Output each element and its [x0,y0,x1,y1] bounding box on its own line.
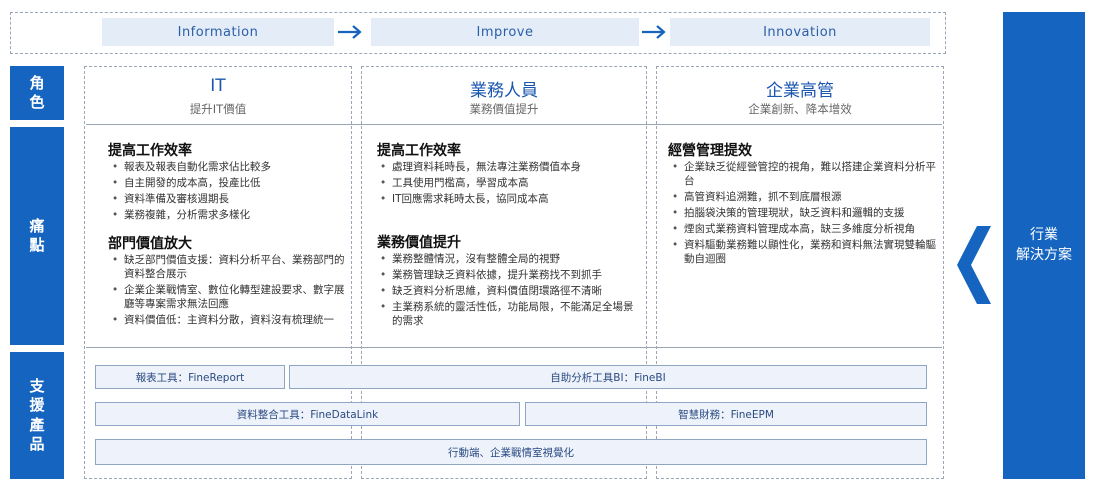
pain-points-list: 企業缺乏從經營管控的視角，難以搭建企業資料分析平台 高管資料追溯難，抓不到底層根… [670,160,936,268]
divider-pain [86,347,942,348]
pain-point: 高管資料追溯難，抓不到底層根源 [670,190,936,204]
row-label-pain-text: 痛點 [29,216,45,255]
role-subtitle-business: 業務價值提升 [469,102,539,116]
column-it [84,66,352,479]
product-finereport: 報表工具：FineReport [95,365,285,389]
row-label-products-text: 支援產品 [29,376,45,454]
pain-points-list: 報表及報表自動化需求佔比較多 自主開發的成本高，投產比低 資料準備及審核週期長 … [110,160,346,224]
row-label-pain: 痛點 [10,127,64,345]
pain-point: 缺乏部門價值支援：資料分析平台、業務部門的資料整合展示 [110,253,350,281]
role-title-executive: 企業高管 [766,81,834,101]
pain-point: 業務管理缺乏資料依據，提升業務找不到抓手 [378,268,640,282]
arrow-right-icon [642,25,666,39]
column-executive [656,66,944,479]
stage-information: Information [102,18,334,46]
pain-point: 處理資料耗時長，無法專注業務價值本身 [378,160,640,174]
pain-point: 資料準備及審核週期長 [110,192,346,206]
row-label-role-text: 角色 [29,73,45,112]
column-business [361,66,647,479]
pain-point: 主業務系統的靈活性低，功能局限，不能滿足全場景的需求 [378,300,640,328]
pain-points-list: 處理資料耗時長，無法專注業務價值本身 工具使用門檻高，學習成本高 IT回應需求耗… [378,160,640,208]
section-heading: 提高工作效率 [108,143,192,159]
section-heading: 部門價值放大 [108,236,192,252]
pain-points-list: 缺乏部門價值支援：資料分析平台、業務部門的資料整合展示 企業企業戰情室、數位化轉… [110,253,350,329]
pain-point: IT回應需求耗時太長，協同成本高 [378,192,640,206]
section-heading: 業務價值提升 [377,235,461,251]
role-subtitle-it: 提升IT價值 [189,102,247,116]
chevron-left-icon [957,226,991,304]
stage-innovation: Innovation [670,18,930,46]
pain-point: 工具使用門檻高，學習成本高 [378,176,640,190]
row-label-role: 角色 [10,66,64,120]
pain-point: 業務複雜，分析需求多樣化 [110,208,346,222]
pain-point: 缺乏資料分析思維，資料價值閉環路徑不清晰 [378,284,640,298]
industry-panel-line2: 解決方案 [1016,246,1072,263]
pain-point: 企業缺乏從經營管控的視角，難以搭建企業資料分析平台 [670,160,936,188]
product-fineepm: 智慧財務：FineEPM [525,402,927,426]
role-title-business: 業務人員 [470,81,538,101]
arrow-right-icon [338,25,362,39]
product-finebi: 自助分析工具BI：FineBI [289,365,927,389]
product-finedatalink: 資料整合工具：FineDataLink [95,402,520,426]
pain-point: 自主開發的成本高，投產比低 [110,176,346,190]
row-label-products: 支援產品 [10,352,64,479]
pain-point: 煙囪式業務資料管理成本高，缺三多維度分析視角 [670,222,936,236]
divider-role [86,124,942,125]
pain-point: 企業企業戰情室、數位化轉型建設要求、數字展廳等專案需求無法回應 [110,283,350,311]
stage-bar [10,12,946,54]
pain-points-list: 業務整體情況，沒有整體全局的視野 業務管理缺乏資料依據，提升業務找不到抓手 缺乏… [378,252,640,330]
pain-point: 報表及報表自動化需求佔比較多 [110,160,346,174]
stage-improve: Improve [371,18,639,46]
section-heading: 經營管理提效 [668,143,752,159]
pain-point: 業務整體情況，沒有整體全局的視野 [378,252,640,266]
role-title-it: IT [210,76,226,96]
industry-solution-panel: 行業 解決方案 [1003,12,1085,479]
pain-point: 資料價值低：主資料分散，資料沒有梳理統一 [110,313,350,327]
pain-point: 資料驅動業務難以顯性化，業務和資料無法實現雙輪驅動自迴圈 [670,238,936,266]
section-heading: 提高工作效率 [377,143,461,159]
industry-panel-line1: 行業 [1030,226,1058,243]
product-mobile-warroom: 行動端、企業戰情室視覺化 [95,439,927,465]
role-subtitle-executive: 企業創新、降本增效 [748,102,852,116]
pain-point: 拍腦袋決策的管理現狀，缺乏資料和邏輯的支援 [670,206,936,220]
